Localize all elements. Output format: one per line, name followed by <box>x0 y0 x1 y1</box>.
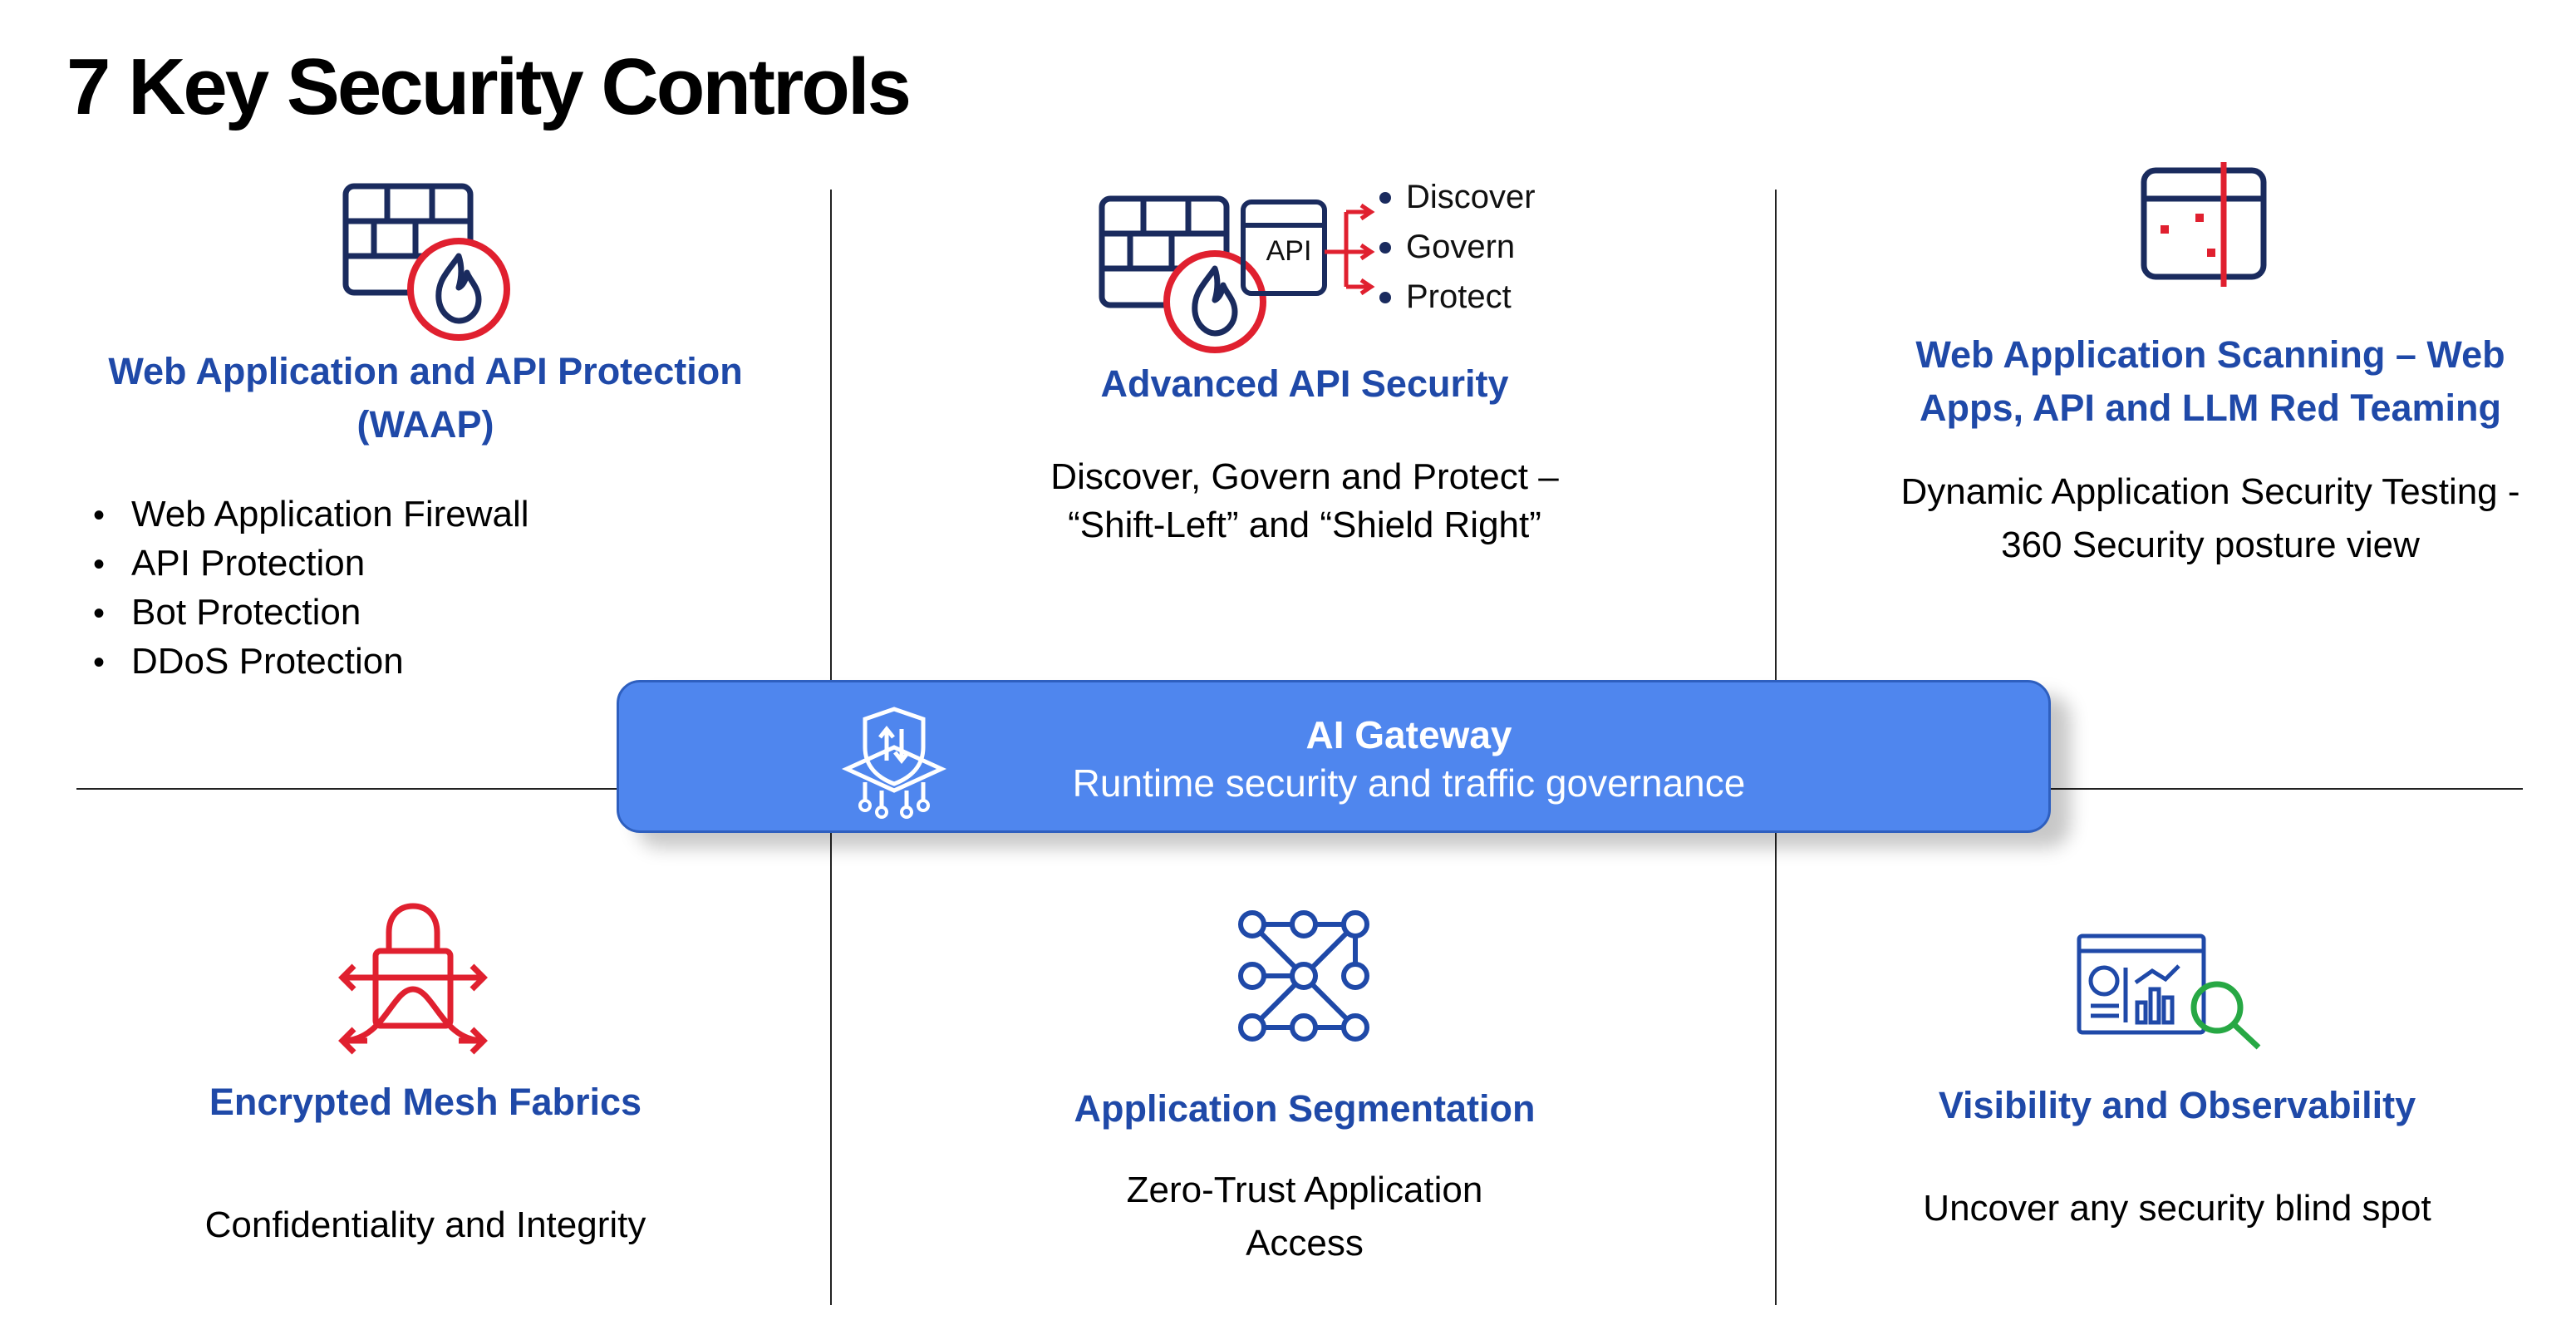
shield-chip-icon <box>841 707 947 819</box>
card-segmentation: Application Segmentation Zero-Trust Appl… <box>856 906 1753 1280</box>
card-waap: Web Application and API Protection (WAAP… <box>76 175 774 690</box>
list-item: •API Protection <box>93 539 529 589</box>
branch-discover: Discover <box>1379 179 1536 216</box>
scanner-icon <box>2141 162 2267 287</box>
api-heading: Advanced API Security <box>1100 362 1509 405</box>
branch-protect: Protect <box>1379 278 1512 316</box>
dashboard-magnifier-icon <box>2077 934 2261 1050</box>
bullet-text: Web Application Firewall <box>131 494 529 534</box>
list-item: •Web Application Firewall <box>93 490 529 539</box>
branch-label: Govern <box>1406 229 1516 265</box>
mesh-body: Confidentiality and Integrity <box>204 1204 646 1245</box>
gateway-title: AI Gateway <box>1305 713 1512 756</box>
api-body: Discover, Govern and Protect – “Shift-Le… <box>1050 456 1559 545</box>
lock-arrows-icon <box>338 903 488 1055</box>
waap-heading: Web Application and API Protection (WAAP… <box>108 350 743 446</box>
card-api-security: API Discover Govern Protect Advanced API… <box>856 170 1753 636</box>
visibility-body: Uncover any security blind spot <box>1923 1188 2431 1229</box>
ai-gateway-banner: AI Gateway Runtime security and traffic … <box>617 680 2051 833</box>
visibility-heading: Visibility and Observability <box>1938 1084 2416 1126</box>
api-label: API <box>1266 235 1312 267</box>
bullet-text: DDoS Protection <box>131 641 404 682</box>
gateway-subtitle: Runtime security and traffic governance <box>1072 761 1746 805</box>
page-title: 7 Key Security Controls <box>66 42 912 131</box>
mesh-heading: Encrypted Mesh Fabrics <box>209 1081 642 1123</box>
bullet-text: Bot Protection <box>131 592 361 633</box>
branch-govern: Govern <box>1379 229 1515 266</box>
card-visibility: Visibility and Observability Uncover any… <box>1828 931 2576 1264</box>
segmentation-heading: Application Segmentation <box>1074 1087 1536 1130</box>
card-mesh: Encrypted Mesh Fabrics Confidentiality a… <box>76 898 774 1264</box>
card-scanning: Web Application Scanning – Web Apps, API… <box>1828 162 2576 594</box>
bullet-text: API Protection <box>131 543 366 584</box>
list-item: •Bot Protection <box>93 589 529 638</box>
branch-label: Protect <box>1406 278 1512 315</box>
segmentation-body: Zero-Trust Application Access <box>1126 1170 1483 1264</box>
firewall-fire-icon <box>342 183 510 341</box>
network-nodes-icon <box>1238 910 1369 1042</box>
scanning-body: Dynamic Application Security Testing - 3… <box>1900 471 2520 565</box>
api-firewall-icon <box>1099 195 1375 353</box>
scanning-heading: Web Application Scanning – Web Apps, API… <box>1915 333 2505 429</box>
list-item: •DDoS Protection <box>93 638 529 687</box>
waap-bullet-list: •Web Application Firewall •API Protectio… <box>93 490 529 687</box>
branch-label: Discover <box>1406 179 1536 215</box>
